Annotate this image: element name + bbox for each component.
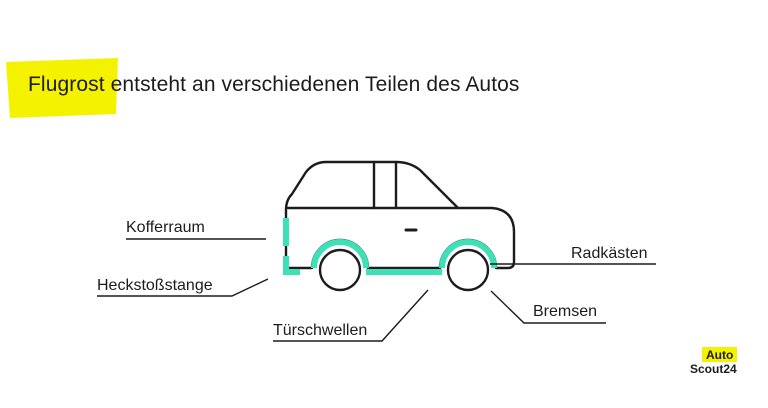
bumper-marker [286,256,300,272]
label-tuerschwellen: Türschwellen [273,322,367,340]
rear-wheel [320,250,360,290]
label-radkaesten: Radkästen [571,245,648,263]
autoscout24-logo: Auto Scout24 [690,347,750,381]
label-bremsen: Bremsen [533,303,597,321]
front-wheel [448,250,488,290]
label-heckstossstange: Heckstoßstange [97,277,213,295]
rust-markers [286,218,494,272]
logo-text-auto: Auto [702,347,737,362]
logo-text-scout24: Scout24 [690,362,737,376]
label-kofferraum: Kofferraum [126,219,205,237]
